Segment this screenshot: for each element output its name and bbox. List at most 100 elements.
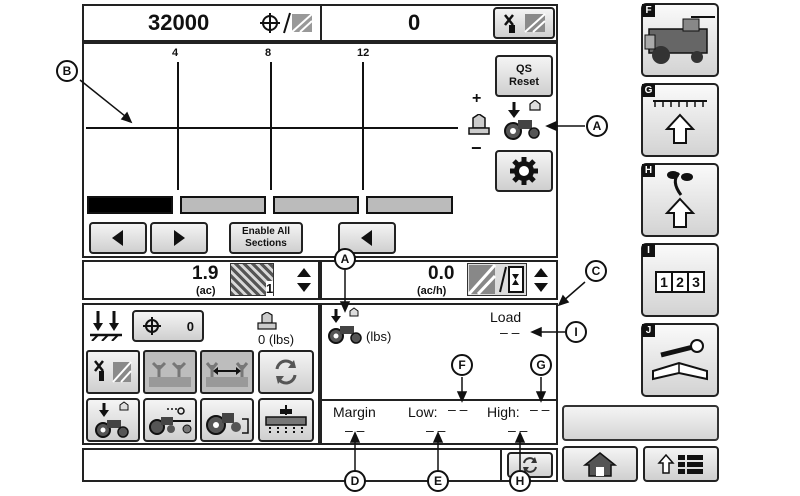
minus-sign: − <box>471 138 482 158</box>
status-divider <box>500 448 502 482</box>
section-number-12: 12 <box>357 47 370 59</box>
load-divider <box>320 399 558 401</box>
boom-line <box>86 127 458 129</box>
high-dash: – – <box>530 401 550 417</box>
digit-2: 2 <box>673 271 689 293</box>
counter-button[interactable]: 0 <box>132 310 204 342</box>
section-left-button[interactable] <box>89 222 147 254</box>
divider-top <box>320 4 322 42</box>
boom-up-icon <box>653 100 707 144</box>
refresh-icon <box>275 359 297 385</box>
callout-a-top: A <box>586 115 608 137</box>
gear-settings-button[interactable] <box>495 150 553 192</box>
workrate-value: 0.0 <box>428 263 455 284</box>
height-sensor-icon <box>467 113 491 136</box>
load-label: Load <box>490 309 522 325</box>
digit-3: 3 <box>689 271 705 293</box>
workrate-icon <box>467 263 527 296</box>
area-unit: (ac) <box>196 285 216 297</box>
qs-reset-button[interactable]: QS Reset <box>495 55 553 97</box>
area-counter-number: 1 <box>266 281 274 296</box>
section-divider-8 <box>270 62 272 190</box>
crop-up-icon <box>664 171 696 228</box>
section-2-status <box>180 196 266 214</box>
rate-value: 32000 <box>148 10 210 35</box>
enable-all-sections-button[interactable]: Enable All Sections <box>229 222 303 254</box>
callout-h: H <box>509 470 531 492</box>
sidebar-button-h[interactable]: H <box>641 163 719 237</box>
low-label: Low: <box>408 404 438 420</box>
target-value: 0 <box>408 10 421 35</box>
refresh-button[interactable] <box>258 350 314 394</box>
sidebar-button-g[interactable]: G <box>641 83 719 157</box>
counter-value: 0 <box>186 318 194 334</box>
section-right-button[interactable] <box>150 222 208 254</box>
sidebar-blank-bar <box>562 405 719 441</box>
swath-toggle-button[interactable] <box>86 350 140 394</box>
counter-digits: 1 2 3 <box>655 271 705 293</box>
tag-g: G <box>642 84 655 97</box>
crosshair-slash-icon <box>258 11 318 35</box>
area-panel <box>82 260 320 300</box>
tag-h: H <box>642 164 655 177</box>
sidebar-button-f[interactable]: F <box>641 3 719 77</box>
callout-f: F <box>451 354 473 376</box>
area-toggle-arrows[interactable] <box>296 266 312 294</box>
workrate-unit: (ac/h) <box>417 285 447 297</box>
tag-f: F <box>642 4 655 17</box>
gear-icon <box>510 157 538 185</box>
seed-rate-button[interactable] <box>143 350 197 394</box>
tractor-downforce-icon <box>500 99 546 140</box>
row-spacing-button[interactable] <box>200 350 254 394</box>
plus-sign: + <box>472 90 482 107</box>
load-panel <box>320 303 558 445</box>
sidebar-button-i[interactable]: I 1 2 3 <box>641 243 719 317</box>
planter-lift-button[interactable] <box>143 398 197 442</box>
up-list-icon <box>657 453 703 474</box>
section-divider-4 <box>177 62 179 190</box>
callout-c: C <box>585 260 607 282</box>
tractor-lbs-icon <box>324 307 368 345</box>
digit-1: 1 <box>655 271 673 293</box>
swath-settings-button[interactable] <box>493 7 555 39</box>
callout-g: G <box>530 354 552 376</box>
sidebar-button-j[interactable]: J <box>641 323 719 397</box>
tag-i: I <box>642 244 655 257</box>
low-value: – – <box>426 422 446 438</box>
tractor-hitch-button[interactable] <box>200 398 254 442</box>
callout-e: E <box>427 470 449 492</box>
section-number-8: 8 <box>265 47 272 59</box>
margin-value: – – <box>345 422 365 438</box>
section-4-status <box>366 196 453 214</box>
low-dash: – – <box>448 401 468 417</box>
high-label: High: <box>487 404 520 420</box>
combine-icon <box>644 16 715 64</box>
tag-j: J <box>642 324 655 337</box>
qs-reset-label: QS Reset <box>509 63 539 88</box>
weight-label: 0 (lbs) <box>258 332 295 347</box>
status-bar <box>82 448 558 482</box>
home-button[interactable] <box>562 446 638 482</box>
downforce-button[interactable] <box>86 398 140 442</box>
workrate-toggle-arrows[interactable] <box>533 266 549 294</box>
home-icon <box>583 452 617 477</box>
lbs-label: (lbs) <box>366 329 392 344</box>
callout-d: D <box>344 470 366 492</box>
menu-up-button[interactable] <box>643 446 719 482</box>
section-3-status <box>273 196 359 214</box>
row-cleaner-button[interactable] <box>258 398 314 442</box>
crosshair-icon <box>143 317 161 335</box>
margin-label: Margin <box>333 404 376 420</box>
callout-b: B <box>56 60 78 82</box>
area-value: 1.9 <box>192 263 219 284</box>
callout-a-bottom: A <box>334 248 356 270</box>
high-value: – – <box>508 422 528 438</box>
enable-all-label: Enable All Sections <box>242 226 290 249</box>
manual-wrench-icon <box>652 339 708 381</box>
row-units-icon <box>88 309 124 342</box>
weight-sensor-icon <box>256 311 278 330</box>
section-number-4: 4 <box>172 47 179 59</box>
section-divider-12 <box>362 62 364 190</box>
callout-i: I <box>565 321 587 343</box>
